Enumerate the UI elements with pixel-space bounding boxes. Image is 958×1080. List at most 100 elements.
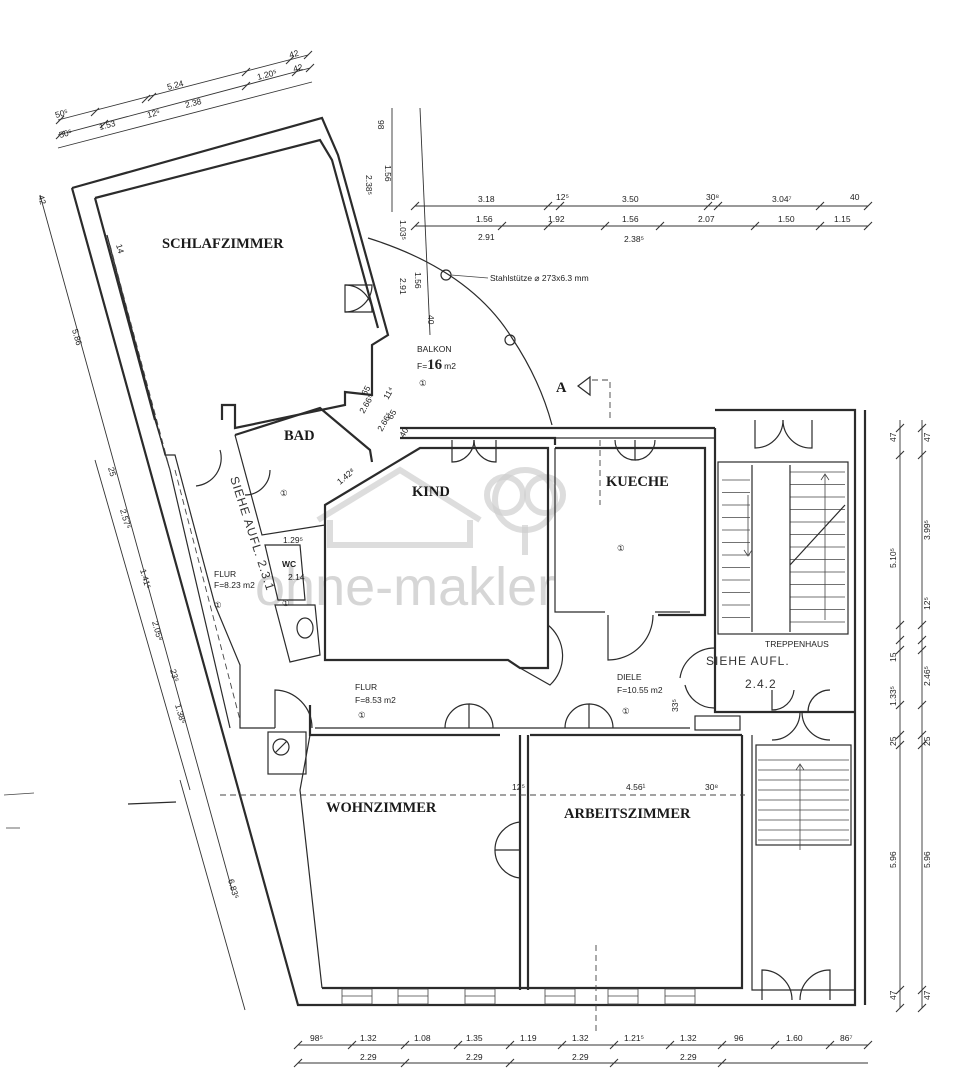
dimension-tick bbox=[895, 423, 905, 433]
room-flur2-area: F=8.53 m2 bbox=[355, 695, 396, 705]
dimension-tick bbox=[305, 63, 315, 73]
outer-walls bbox=[70, 116, 867, 1007]
dim-in-40: 40 bbox=[397, 426, 411, 439]
dimension-ticks bbox=[55, 50, 927, 1068]
dimension-tick bbox=[895, 1003, 905, 1013]
dimension-lines bbox=[39, 54, 923, 1064]
chimney-icon bbox=[272, 738, 290, 756]
marker-flur1: ① bbox=[214, 600, 222, 610]
dim-rv-5-10: 5.10⁵ bbox=[888, 548, 898, 568]
dim-in-4-56: 4.56¹ bbox=[626, 782, 646, 792]
dimension-tick bbox=[453, 1040, 463, 1050]
dim-b-1-32b: 1.32 bbox=[572, 1033, 589, 1043]
dimension-tick bbox=[770, 1040, 780, 1050]
dim-b-1-32: 1.32 bbox=[360, 1033, 377, 1043]
dim-in-11: 11⁴ bbox=[381, 385, 396, 401]
dim-bal-98: 98 bbox=[376, 120, 386, 130]
marker-flur2: ① bbox=[358, 710, 366, 720]
marker-kueche: ① bbox=[617, 543, 625, 553]
dim-bal-1-56: 1.56 bbox=[383, 165, 393, 182]
dim-top-50b: 50⁵ bbox=[58, 127, 73, 140]
doors bbox=[195, 284, 831, 1001]
dim-rt-40: 40 bbox=[850, 192, 860, 202]
dimension-tick bbox=[863, 221, 873, 231]
room-arbeitszimmer: ARBEITSZIMMER bbox=[564, 806, 691, 822]
dimension-tick bbox=[505, 1040, 515, 1050]
dimension-tick bbox=[293, 1040, 303, 1050]
room-diele-area: F=10.55 m2 bbox=[617, 685, 663, 695]
dimension-tick bbox=[895, 645, 905, 655]
dim-rv-25b: 25 bbox=[922, 736, 932, 746]
marker-balkon: ① bbox=[419, 378, 427, 388]
room-diele: DIELE bbox=[617, 672, 642, 682]
dimension-tick bbox=[90, 107, 100, 117]
dimension-tick bbox=[815, 201, 825, 211]
dim-rt2-2-07: 2.07 bbox=[698, 214, 715, 224]
window bbox=[544, 988, 576, 1005]
room-wc: WC bbox=[282, 559, 296, 569]
dim-ld-2-57: 2.57⁵ bbox=[118, 508, 133, 530]
dim-bal-1-56b: 1.56 bbox=[413, 272, 423, 289]
dim-b-1-21: 1.21⁵ bbox=[624, 1033, 644, 1043]
dim-bal-2-38: 2.38⁵ bbox=[364, 175, 374, 195]
dim-top-50a: 50⁵ bbox=[54, 107, 69, 120]
dimension-tick bbox=[917, 450, 927, 460]
dim-rt2-1-50: 1.50 bbox=[778, 214, 795, 224]
dimension-tick bbox=[555, 201, 565, 211]
dim-rt3-2-91: 2.91 bbox=[478, 232, 495, 242]
windows bbox=[341, 988, 696, 1005]
dimension-tick bbox=[917, 1003, 927, 1013]
dim-b-86: 86⁷ bbox=[840, 1033, 853, 1043]
stair-arrow-icon bbox=[743, 549, 753, 557]
dim-top-5-24: 5.24 bbox=[166, 78, 185, 92]
dim-rv-1-33: 1.33⁵ bbox=[888, 686, 898, 706]
balcony-arc bbox=[367, 237, 553, 426]
dim-in-14: 14 bbox=[114, 243, 126, 255]
dashed-lines bbox=[109, 244, 745, 1035]
dimension-tick bbox=[303, 50, 313, 60]
dim-b-1-08: 1.08 bbox=[414, 1033, 431, 1043]
dimension-tick bbox=[141, 94, 151, 104]
watermark-text: ohne-makler bbox=[255, 557, 555, 617]
window bbox=[664, 988, 696, 1005]
dimension-tick bbox=[241, 81, 251, 91]
dim-rt-30: 30⁸ bbox=[706, 192, 719, 202]
inner-walls bbox=[106, 234, 855, 991]
dim-bal-40: 40 bbox=[426, 315, 436, 325]
dim-rv-15: 15 bbox=[888, 652, 898, 662]
column-note: Stahlstütze ⌀ 273x6.3 mm bbox=[490, 273, 589, 283]
dim-rt2-1-56: 1.56 bbox=[476, 214, 493, 224]
dimension-tick bbox=[147, 92, 157, 102]
dim-ld-5-86: 5.86 bbox=[70, 328, 84, 347]
section-marker: A bbox=[556, 380, 567, 396]
siehe-note-2b: 2.4.2 bbox=[745, 677, 777, 691]
dimension-tick bbox=[55, 130, 65, 140]
dim-rv-12: 12⁵ bbox=[922, 597, 932, 610]
dimension-tick bbox=[917, 423, 927, 433]
dim-bal-2-91: 2.91 bbox=[398, 278, 408, 295]
stair-arrow-icon bbox=[795, 763, 805, 771]
dimension-tick bbox=[717, 1058, 727, 1068]
dimension-tick bbox=[410, 201, 420, 211]
dimension-tick bbox=[895, 985, 905, 995]
dimension-tick bbox=[703, 201, 713, 211]
room-bad: BAD bbox=[284, 428, 315, 444]
window bbox=[464, 988, 496, 1005]
dimension-tick bbox=[917, 645, 927, 655]
balkon-area-unit: m2 bbox=[444, 361, 456, 371]
dimension-tick bbox=[400, 1058, 410, 1068]
dim-rt-3-04: 3.04⁷ bbox=[772, 194, 792, 204]
dim-top-2-38: 2.38 bbox=[184, 96, 203, 110]
dimension-tick bbox=[917, 985, 927, 995]
room-treppenhaus: TREPPENHAUS bbox=[765, 639, 829, 649]
dimension-tick bbox=[600, 221, 610, 231]
marker-diele: ① bbox=[622, 706, 630, 716]
dim-rv-47c: 47 bbox=[888, 990, 898, 1000]
dimension-tick bbox=[895, 730, 905, 740]
dimension-tick bbox=[400, 1040, 410, 1050]
dim-ld-25: 25 bbox=[106, 466, 118, 478]
marker-bad: ① bbox=[280, 488, 288, 498]
dim-in-2-14: 2.14 bbox=[288, 572, 305, 582]
